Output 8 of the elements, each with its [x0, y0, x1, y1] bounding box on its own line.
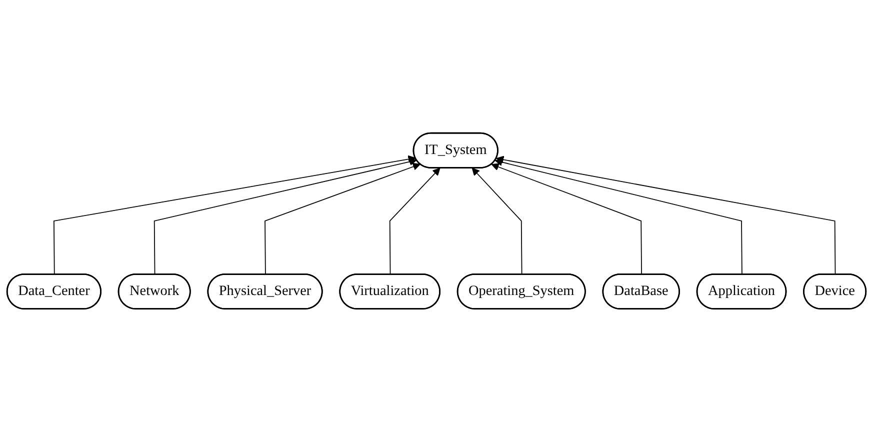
arrow: [472, 167, 522, 275]
arrow: [491, 162, 642, 275]
arrow: [264, 162, 420, 275]
arrow: [154, 157, 417, 275]
arrow: [389, 167, 440, 275]
arrow: [496, 155, 836, 275]
arrow: [494, 158, 742, 275]
arrow: [54, 154, 416, 275]
